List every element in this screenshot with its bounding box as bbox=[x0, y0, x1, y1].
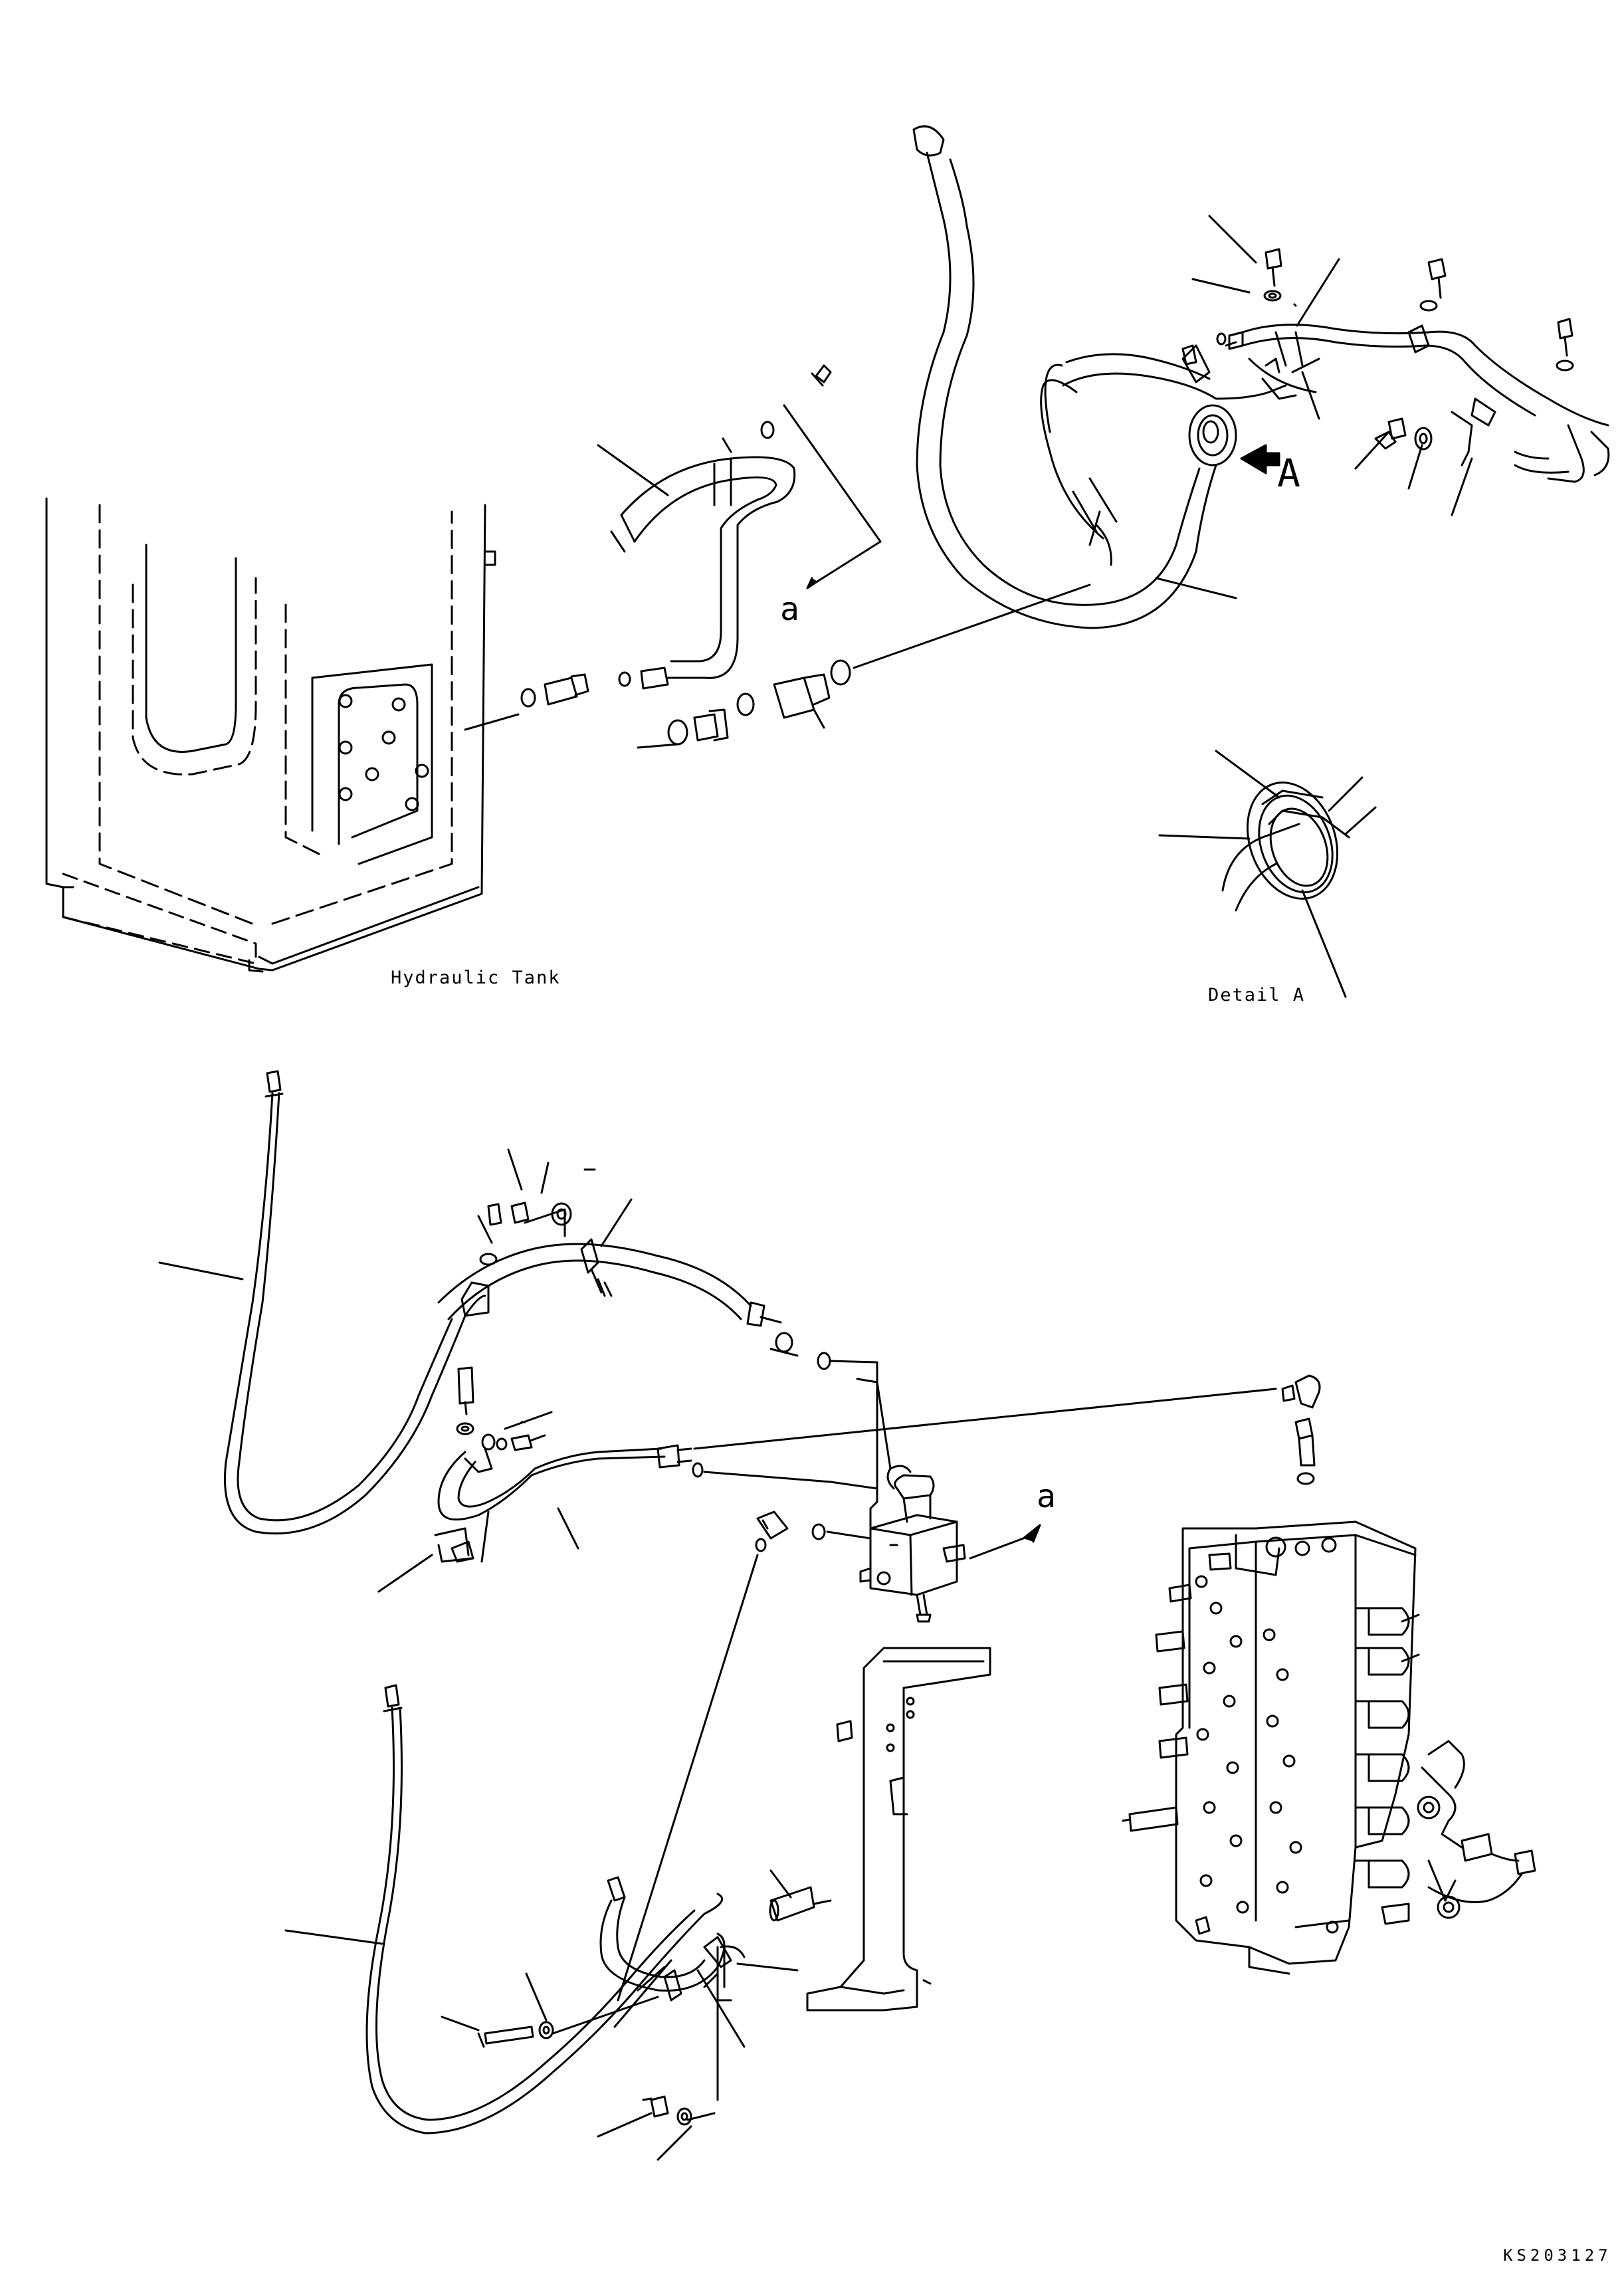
control-valve bbox=[1122, 1520, 1536, 1975]
lower-long-hose-2 bbox=[284, 1684, 724, 2134]
view-a-marker-label: A bbox=[1277, 451, 1300, 496]
mounting-bracket bbox=[806, 1647, 991, 2012]
detail-a-label: Detail A bbox=[1208, 985, 1306, 1005]
upper-tank-fittings bbox=[464, 364, 1091, 749]
right-elbow-fittings bbox=[1281, 1374, 1321, 1485]
connection-a-lower-label: a bbox=[1037, 1478, 1056, 1515]
hydraulic-tank-label: Hydraulic Tank bbox=[391, 968, 561, 988]
hydraulic-tank bbox=[45, 497, 496, 973]
view-a-arrow bbox=[1240, 444, 1280, 474]
connection-a-upper-label: a bbox=[780, 591, 799, 628]
upper-long-hose bbox=[912, 125, 1610, 629]
lower-hose-upper-clamp bbox=[437, 1148, 878, 1503]
valve-block bbox=[856, 1378, 1041, 1623]
lower-middle-fittings bbox=[617, 1510, 872, 2002]
upper-small-hose bbox=[597, 437, 796, 679]
detail-a-drawing bbox=[1158, 750, 1377, 998]
drawing-code: KS203127 bbox=[1503, 2246, 1612, 2265]
upper-bolts bbox=[1181, 215, 1574, 516]
lower-hose-clamp bbox=[441, 1869, 832, 2161]
lower-long-hose-1 bbox=[158, 1070, 486, 1535]
lower-middle-hose bbox=[377, 1366, 1277, 1593]
